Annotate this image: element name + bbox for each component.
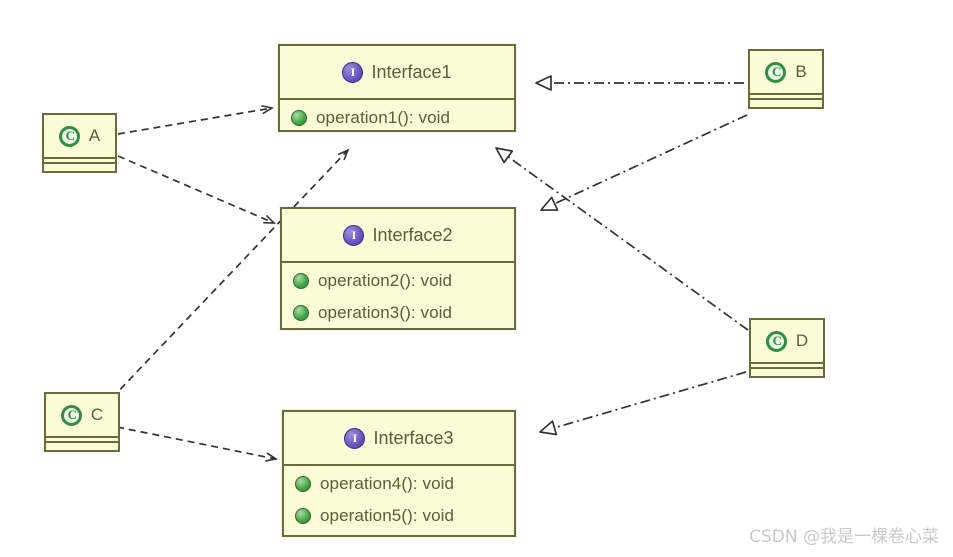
class-icon: C [765,330,787,352]
edge-c-to-interface1 [111,148,350,399]
class-d-name: D [795,331,809,350]
class-icon: C [60,404,82,426]
operation-row[interactable]: operation5(): void [284,500,514,532]
operation-row[interactable]: operation2(): void [282,265,514,297]
class-compartment-fields [750,95,822,100]
interface3-operations: operation4(): void operation5(): void [284,466,514,534]
class-compartment-methods [751,369,823,374]
interface-box-interface2[interactable]: I Interface2 operation2(): void operatio… [280,207,516,330]
class-a-header: C A [44,115,115,159]
interface1-operations: operation1(): void [280,100,514,136]
interface2-operations: operation2(): void operation3(): void [282,263,514,331]
interface-box-interface3[interactable]: I Interface3 operation4(): void operatio… [282,410,516,537]
operation-label: operation1(): void [316,108,451,127]
method-icon [295,508,311,524]
class-icon: C [58,125,80,147]
interface2-title-row: I Interface2 [282,209,514,263]
class-box-b[interactable]: C B [748,49,824,109]
operation-label: operation2(): void [318,271,453,290]
operation-row[interactable]: operation4(): void [284,468,514,500]
edge-d-to-interface1 [495,147,749,331]
method-icon [293,305,309,321]
class-compartment-fields [46,438,118,443]
class-b-name: B [795,62,807,81]
class-box-a[interactable]: C A [42,113,117,173]
method-icon [293,273,309,289]
operation-label: operation3(): void [318,303,453,322]
class-c-header: C C [46,394,118,438]
interface2-name: Interface2 [372,224,453,245]
operation-label: operation4(): void [320,474,455,493]
class-compartment-methods [46,443,118,448]
interface3-title-row: I Interface3 [284,412,514,466]
class-box-d[interactable]: C D [749,318,825,378]
class-a-name: A [88,126,101,145]
class-c-name: C [90,405,104,424]
method-icon [295,476,311,492]
interface-icon: I [343,224,365,246]
interface-box-interface1[interactable]: I Interface1 operation1(): void [278,44,516,132]
interface-icon: I [344,427,366,449]
edge-d-to-interface3 [539,371,747,436]
class-compartment-methods [750,100,822,105]
edge-c-to-interface3 [116,426,279,462]
method-icon [291,110,307,126]
class-icon: C [765,61,787,83]
edge-a-to-interface2 [117,155,276,224]
interface3-name: Interface3 [373,427,454,448]
interface1-name: Interface1 [371,61,452,82]
operation-row[interactable]: operation1(): void [280,102,514,134]
class-box-c[interactable]: C C [44,392,120,452]
operation-row[interactable]: operation3(): void [282,297,514,329]
class-d-header: C D [751,320,823,364]
operation-label: operation5(): void [320,506,455,525]
interface-icon: I [342,61,364,83]
csdn-watermark: CSDN @我是一棵卷心菜 [749,527,939,547]
edge-b-to-interface2 [540,114,748,211]
class-compartment-methods [44,164,115,169]
interface1-title-row: I Interface1 [280,46,514,100]
class-b-header: C B [750,51,822,95]
edge-a-to-interface1 [117,104,275,135]
class-compartment-fields [751,364,823,369]
class-compartment-fields [44,159,115,164]
